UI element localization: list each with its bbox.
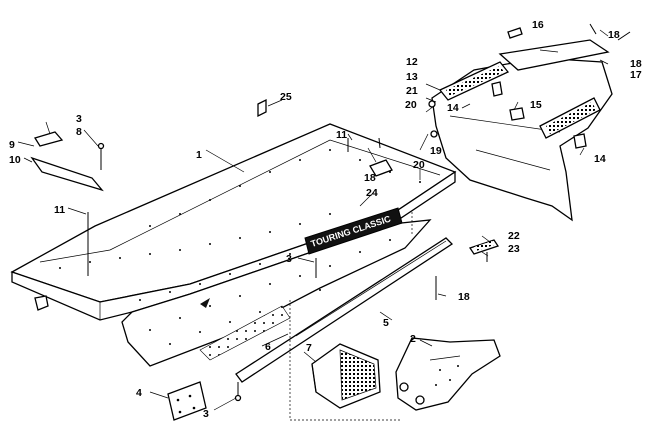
callout-11a: 11: [54, 204, 65, 216]
rivet-dot: [179, 213, 181, 215]
rivet-dot: [269, 171, 271, 173]
callout-14b: 14: [594, 153, 606, 165]
rivet-dot: [169, 343, 171, 345]
side-bracket: [395, 337, 501, 411]
callout-25: 25: [280, 91, 292, 103]
callout-13: 13: [406, 71, 418, 83]
callout-3c: 3: [203, 408, 209, 420]
rivet-dot: [329, 213, 331, 215]
rivet-dot: [199, 331, 201, 333]
rivet-dot: [239, 295, 241, 297]
rivet-dot: [59, 267, 61, 269]
callout-8: 8: [76, 126, 82, 138]
rivet-dot: [299, 223, 301, 225]
callout-20b: 20: [413, 159, 425, 171]
rivet-dot: [149, 329, 151, 331]
rivet-dot: [359, 251, 361, 253]
callout-3b: 3: [286, 253, 292, 265]
callout-14a: 14: [447, 102, 459, 114]
rivet-dot: [229, 321, 231, 323]
callout-1: 1: [196, 149, 202, 161]
rivet-dot: [269, 283, 271, 285]
rivet-dot: [419, 181, 421, 183]
callout-19: 19: [430, 145, 442, 157]
clip-22-grip: [474, 241, 494, 251]
rivet-dot: [229, 273, 231, 275]
rivet-dot: [239, 185, 241, 187]
callout-11b: 11: [336, 129, 347, 141]
rivet-dot: [299, 159, 301, 161]
rivet-dot: [199, 283, 201, 285]
rivet-dot: [289, 253, 291, 255]
callout-15: 15: [530, 99, 542, 111]
rivet-dot: [139, 299, 141, 301]
callout-3a: 3: [76, 113, 82, 125]
leader-lines: [17, 29, 609, 411]
rivet-dot: [389, 239, 391, 241]
footrest: [311, 343, 381, 409]
rivet-dot: [179, 317, 181, 319]
seat-base-tunnel: [10, 123, 457, 367]
rivet-dot: [209, 199, 211, 201]
callout-20a: 20: [405, 99, 417, 111]
rivet-dot: [259, 263, 261, 265]
callout-24: 24: [366, 187, 378, 199]
callout-4: 4: [136, 387, 142, 399]
callout-labels: 1 2 3 3 3 4 5 6 7 8 9 10 11 11 12 13 14 …: [9, 19, 642, 420]
callout-18c: 18: [364, 172, 376, 184]
rivet-dot: [119, 257, 121, 259]
reference-lines: [289, 212, 413, 421]
callout-9: 9: [9, 139, 15, 151]
backing-plate: [167, 381, 207, 421]
callout-16: 16: [532, 19, 544, 31]
rivet-dot: [329, 149, 331, 151]
callout-21: 21: [406, 85, 418, 97]
callout-5: 5: [383, 317, 389, 329]
rivet-dot: [169, 291, 171, 293]
rear-grab-handle: [428, 23, 631, 222]
rivet-dot: [259, 311, 261, 313]
rivet-dot: [149, 225, 151, 227]
rivet-dot: [209, 243, 211, 245]
rivet-dot: [209, 305, 211, 307]
callout-17: 17: [630, 69, 642, 81]
callout-7: 7: [306, 342, 312, 354]
rivet-dot: [299, 275, 301, 277]
callout-23: 23: [508, 243, 520, 255]
callout-12: 12: [406, 56, 418, 68]
callout-18b: 18: [630, 58, 642, 70]
rivet-dot: [179, 249, 181, 251]
rivet-dot: [359, 159, 361, 161]
rivet-dot: [269, 231, 271, 233]
rivet-dot: [89, 261, 91, 263]
callout-6: 6: [265, 341, 271, 353]
clip-18: [369, 159, 393, 177]
rivet-dot: [149, 253, 151, 255]
callout-10: 10: [9, 154, 21, 166]
rivet-dot: [319, 289, 321, 291]
rivet-dot: [239, 237, 241, 239]
callout-18a: 18: [608, 29, 620, 41]
plate-25: [257, 98, 267, 118]
callout-18d: 18: [458, 291, 470, 303]
callout-2: 2: [410, 333, 416, 345]
callout-22: 22: [508, 230, 520, 242]
rivet-dot: [329, 265, 331, 267]
bolts: [87, 137, 488, 402]
front-bracket: [30, 131, 104, 192]
